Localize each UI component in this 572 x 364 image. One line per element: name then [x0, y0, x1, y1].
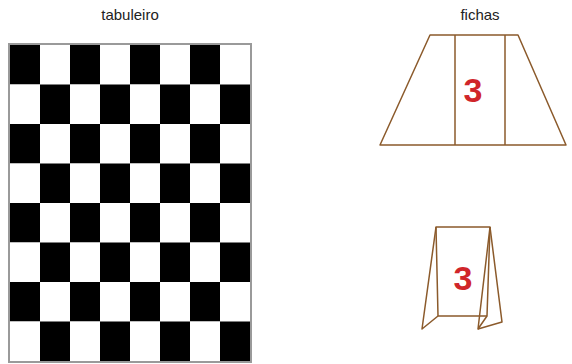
board-square — [100, 243, 130, 283]
board-square — [130, 124, 160, 164]
board-square — [100, 282, 130, 322]
board-square — [160, 164, 190, 204]
board-square — [40, 322, 70, 362]
board-square — [130, 282, 160, 322]
board-square — [40, 203, 70, 243]
board-square — [220, 243, 250, 283]
board-square — [70, 164, 100, 204]
card-edge — [504, 35, 506, 145]
board-square — [10, 124, 40, 164]
board-square — [220, 164, 250, 204]
board-square — [100, 164, 130, 204]
board-square — [10, 243, 40, 283]
card-edge — [478, 227, 502, 329]
board-square — [190, 124, 220, 164]
board-square — [190, 85, 220, 125]
board-square — [130, 45, 160, 85]
board-border — [9, 44, 251, 362]
board-square — [220, 282, 250, 322]
board-square — [160, 203, 190, 243]
card-number: 3 — [461, 72, 486, 108]
board-square — [160, 322, 190, 362]
card-edge — [478, 227, 490, 329]
board-square — [160, 243, 190, 283]
board-square — [220, 322, 250, 362]
board-square — [10, 164, 40, 204]
board-square — [40, 45, 70, 85]
board-square — [100, 124, 130, 164]
board-square — [70, 45, 100, 85]
board-square — [190, 282, 220, 322]
folded-card: 3 — [418, 222, 508, 334]
caption-label: tabuleiro — [101, 6, 159, 23]
board-square — [130, 243, 160, 283]
board-square — [130, 203, 160, 243]
board-square — [190, 164, 220, 204]
board-square — [40, 124, 70, 164]
board-square — [130, 85, 160, 125]
board-square — [10, 203, 40, 243]
board-square — [10, 85, 40, 125]
card-edge — [454, 35, 456, 145]
board-square — [40, 243, 70, 283]
board-square — [160, 85, 190, 125]
card-face: 3 — [378, 32, 568, 148]
board-square — [70, 124, 100, 164]
board-square — [100, 322, 130, 362]
card-face: 3 — [418, 222, 508, 334]
board-square — [70, 85, 100, 125]
board-square — [10, 322, 40, 362]
board-square — [40, 282, 70, 322]
board-square — [190, 203, 220, 243]
board-square — [40, 85, 70, 125]
board-square — [220, 124, 250, 164]
board-square — [70, 243, 100, 283]
board-square — [40, 164, 70, 204]
board-square — [190, 243, 220, 283]
board-square — [220, 85, 250, 125]
caption-label: fichas — [460, 6, 499, 23]
board-square — [160, 45, 190, 85]
board-square — [100, 85, 130, 125]
card-edge — [422, 227, 438, 329]
board-square — [130, 164, 160, 204]
board-square — [220, 45, 250, 85]
card-edge — [436, 227, 490, 316]
board-square — [70, 322, 100, 362]
board-square — [190, 322, 220, 362]
board-square — [160, 282, 190, 322]
board-square — [190, 45, 220, 85]
board-square — [10, 45, 40, 85]
folded-card: 3 — [378, 32, 568, 148]
board-square — [10, 282, 40, 322]
board-square — [70, 282, 100, 322]
card-number: 3 — [451, 260, 476, 296]
card-edge — [380, 35, 566, 145]
board-square — [70, 203, 100, 243]
board-square — [160, 124, 190, 164]
board-square — [100, 203, 130, 243]
board-square — [100, 45, 130, 85]
board-square — [220, 203, 250, 243]
board-square — [130, 322, 160, 362]
